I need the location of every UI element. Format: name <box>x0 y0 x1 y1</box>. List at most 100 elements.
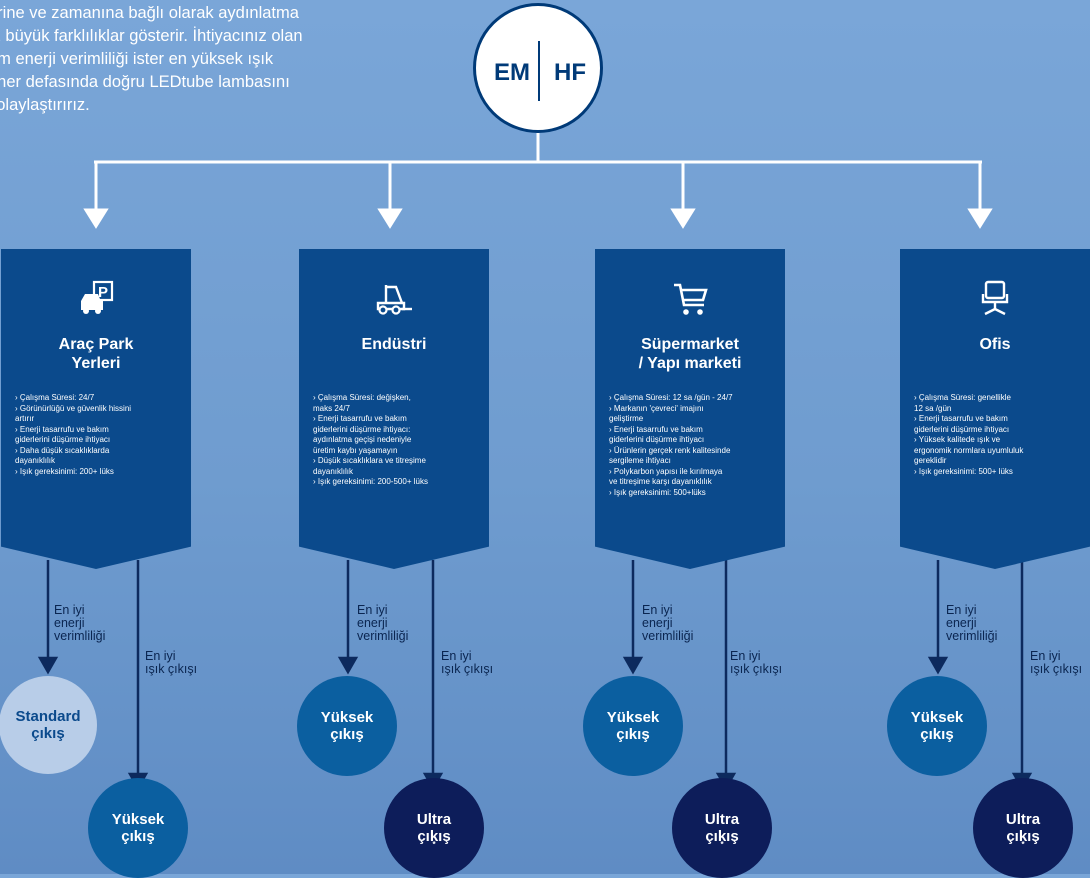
card-title: Araç Park Yerleri <box>11 335 181 373</box>
edge-label-line: En iyi <box>946 603 977 617</box>
drop-arrow-2 <box>377 208 403 229</box>
bubble-line-text: çıkış <box>417 828 451 845</box>
outcome-bubble-ultra: Ultra çıkış* <box>672 778 772 878</box>
outcome-bubble-yuksek: Yüksek çıkış <box>583 676 683 776</box>
feature-item: › Çalışma Süresi: genellikle <box>914 393 1011 402</box>
feature-item: › Düşük sıcaklıklara ve titreşime <box>313 456 426 465</box>
edge-label-line: enerji <box>946 616 977 630</box>
card-supermarket: Süpermarket / Yapı marketi › Çalışma Sür… <box>595 249 785 569</box>
edge-label-line: verimliliği <box>54 629 106 643</box>
edge-label-line: ışık çıkışı <box>730 662 783 676</box>
outcome-bubble-yuksek: Yüksek çıkış <box>88 778 188 878</box>
drop-arrow-3 <box>670 208 696 229</box>
feature-item: aydınlatma geçişi nedeniyle <box>313 435 412 444</box>
edge-label-line: verimliliği <box>946 629 998 643</box>
card-feature-list: › Çalışma Süresi: 12 sa /gün - 24/7 › Ma… <box>609 393 775 498</box>
hub-hf-label: HF <box>554 59 586 86</box>
feature-item: › Işık gereksinimi: 200+ lüks <box>15 466 114 476</box>
bubble-line-text: çıkış <box>705 828 739 845</box>
feature-item: › Polykarbon yapısı ile kırılmaya <box>609 466 723 476</box>
intro-line: , her defasında doğru LEDtube lambasını <box>0 73 290 91</box>
feature-item: › Görünürlüğü ve güvenlik hissini <box>15 403 132 413</box>
edge-label-light: En iyi ışık çıkışı <box>1030 650 1082 676</box>
feature-item: › Markanın 'çevreci' imajını <box>609 403 704 413</box>
card-industry: Endüstri › Çalışma Süresi: değişken, mak… <box>299 249 489 569</box>
bubble-line: çıkış <box>920 726 954 743</box>
bubble-line: çıkış <box>121 828 155 845</box>
card-title: Endüstri <box>309 335 479 354</box>
bubble-line: çıkış* <box>1006 828 1040 849</box>
edge-label-efficiency: En iyi enerji verimliliği <box>946 604 997 643</box>
card-title-line: Ofis <box>979 336 1011 353</box>
feature-item: giderlerini düşürme ihtiyacı <box>15 435 111 444</box>
parking-car-icon: P <box>81 280 114 314</box>
bubble-line: çıkış <box>330 726 364 743</box>
intro-line: erine ve zamanına bağlı olarak aydınlatm… <box>0 4 299 22</box>
bubble-line: çıkış* <box>417 828 451 849</box>
card-title-line: Endüstri <box>361 336 427 353</box>
edge-label-line: verimliliği <box>642 629 694 643</box>
feature-item: › Daha düşük sıcaklıklarda <box>15 445 110 455</box>
forklift-icon <box>376 285 412 315</box>
bubble-line-text: çıkış <box>1006 828 1040 845</box>
intro-line: um enerji verimliliği ister en yüksek ış… <box>0 50 274 68</box>
bubble-line: Yüksek <box>111 811 165 828</box>
outcome-bubble-yuksek: Yüksek çıkış <box>887 676 987 776</box>
feature-item: › Işık gereksinimi: 200-500+ lüks <box>313 477 428 486</box>
edge-label-light: En iyi ışık çıkışı <box>730 650 782 676</box>
edge-label-line: enerji <box>54 616 85 630</box>
branch-efficiency-arrow-2 <box>337 656 359 675</box>
card-feature-list: › Çalışma Süresi: genellikle 12 sa /gün … <box>914 393 1080 477</box>
em-hf-hub: EM HF <box>473 3 603 133</box>
edge-label-efficiency: En iyi enerji verimliliği <box>54 604 105 643</box>
feature-item: giderlerini düşürme ihtiyacı: <box>313 424 411 434</box>
card-feature-list: › Çalışma Süresi: değişken, maks 24/7 › … <box>313 393 479 488</box>
card-feature-list: › Çalışma Süresi: 24/7 › Görünürlüğü ve … <box>15 393 181 477</box>
feature-item: giderlerini düşürme ihtiyacı <box>914 424 1010 434</box>
intro-paragraph: erine ve zamanına bağlı olarak aydınlatm… <box>0 2 418 117</box>
bubble-line: çıkış <box>31 725 65 742</box>
edge-label-line: En iyi <box>642 603 673 617</box>
outcome-bubble-standard: Standard çıkış <box>0 676 97 774</box>
card-title: Ofis <box>910 335 1080 354</box>
feature-item: › Yüksek kalitede ışık ve <box>914 435 1001 444</box>
bubble-line: Yüksek <box>606 709 660 726</box>
feature-item: maks 24/7 <box>313 403 350 413</box>
hub-divider <box>538 41 540 101</box>
bubble-line: Ultra <box>1005 811 1041 828</box>
feature-item: geliştirme <box>609 414 644 423</box>
feature-item: › Çalışma Süresi: değişken, <box>313 393 411 402</box>
bubble-line: Ultra <box>704 811 740 828</box>
card-title: Süpermarket / Yapı marketi <box>605 335 775 373</box>
feature-item: ergonomik normlara uyumluluk <box>914 445 1024 455</box>
feature-item: dayanıklılık <box>313 466 354 476</box>
outcome-bubble-yuksek: Yüksek çıkış <box>297 676 397 776</box>
branch-efficiency-arrow-3 <box>622 656 644 675</box>
edge-label-light: En iyi ışık çıkışı <box>145 650 197 676</box>
edge-label-efficiency: En iyi enerji verimliliği <box>357 604 408 643</box>
edge-label-line: En iyi <box>730 649 761 663</box>
feature-item: › Ürünlerin gerçek renk kalitesinde <box>609 445 731 455</box>
drop-arrow-4 <box>967 208 993 229</box>
card-title-line: Süpermarket <box>641 336 739 353</box>
feature-item: › Enerji tasarrufu ve bakım <box>313 414 407 423</box>
branch-efficiency-arrow-1 <box>37 656 59 675</box>
edge-label-line: En iyi <box>145 649 176 663</box>
bubble-line: Standard <box>15 708 81 725</box>
svg-text:P: P <box>98 284 108 301</box>
card-parking: P Araç Park Yerleri › Çalışma Süresi: 24… <box>1 249 191 569</box>
bubble-line: çıkış <box>616 726 650 743</box>
feature-item: › Çalışma Süresi: 24/7 <box>15 393 95 402</box>
shopping-cart-icon <box>674 283 708 315</box>
edge-label-line: ışık çıkışı <box>145 662 198 676</box>
card-title-line: / Yapı marketi <box>638 355 742 372</box>
intro-line: ız büyük farklılıklar gösterir. İhtiyacı… <box>0 27 303 45</box>
feature-item: › Enerji tasarrufu ve bakım <box>609 424 703 434</box>
feature-item: › Işık gereksinimi: 500+ lüks <box>914 466 1013 476</box>
edge-label-line: ışık çıkışı <box>1030 662 1083 676</box>
bubble-line: Yüksek <box>910 709 964 726</box>
feature-item: › Işık gereksinimi: 500+lüks <box>609 487 706 497</box>
branch-efficiency-arrow-4 <box>927 656 949 675</box>
bubble-line: çıkış* <box>705 828 739 849</box>
